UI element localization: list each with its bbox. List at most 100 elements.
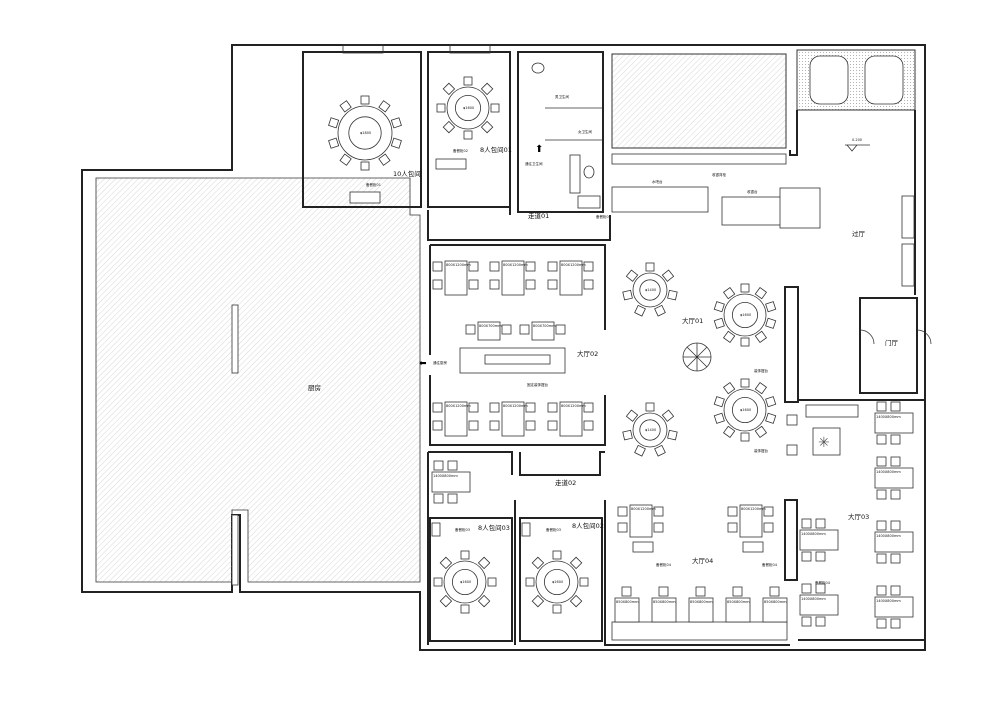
chair xyxy=(801,518,812,529)
chair xyxy=(876,618,887,629)
toilet-icon xyxy=(531,62,545,74)
server-01-label: 备餐柜01 xyxy=(366,182,381,187)
chair xyxy=(622,429,633,441)
chair xyxy=(378,100,391,113)
chair xyxy=(552,604,562,614)
chair xyxy=(378,153,391,166)
server-04b-label: 备餐柜04 xyxy=(762,562,778,567)
private-room-8-01 xyxy=(427,51,511,208)
table-size-label: 800X1200mm xyxy=(561,404,586,408)
server-cabinet xyxy=(431,522,441,537)
chair xyxy=(360,161,370,171)
chair xyxy=(547,402,558,413)
table-turntable xyxy=(732,396,759,423)
chair xyxy=(360,95,370,105)
table-size-label: 800X1200mm xyxy=(503,404,528,408)
chair xyxy=(463,76,473,86)
rect-table xyxy=(874,596,914,618)
chair xyxy=(525,261,536,272)
chair xyxy=(489,402,500,413)
wall xyxy=(429,244,606,446)
chair xyxy=(625,409,639,422)
chair xyxy=(490,103,500,113)
rect-table xyxy=(651,597,677,623)
table-size-label: 850X800mm xyxy=(727,600,750,604)
chair xyxy=(695,586,706,597)
window xyxy=(449,44,491,54)
table-size-label: φ1400 xyxy=(645,288,656,292)
chair xyxy=(654,304,666,317)
chair xyxy=(890,434,901,445)
corridor-02-label: 走道02 xyxy=(555,478,576,487)
hatched-block xyxy=(611,53,787,149)
chair xyxy=(328,137,340,149)
chair xyxy=(722,382,736,395)
water-bar-label: 水吧台 xyxy=(652,179,663,184)
chair xyxy=(468,279,479,290)
chair xyxy=(722,425,736,438)
server-cabinet xyxy=(521,522,531,537)
table-turntable xyxy=(732,301,759,328)
table-size-label: 800X1200mm xyxy=(561,263,586,267)
womens-wc-label: 女卫生间 xyxy=(578,129,592,134)
rect-table xyxy=(559,260,583,296)
chair xyxy=(801,616,812,627)
chair xyxy=(432,261,443,272)
chair xyxy=(815,551,826,562)
reception-bench xyxy=(805,404,859,418)
chair xyxy=(765,396,777,408)
chair xyxy=(447,460,458,471)
round-table xyxy=(723,293,767,337)
chair xyxy=(433,460,444,471)
chair xyxy=(661,409,675,422)
table-size-label: φ1600 xyxy=(460,580,471,584)
chair xyxy=(876,553,887,564)
chair xyxy=(439,594,453,608)
rect-table xyxy=(725,597,751,623)
chair xyxy=(765,317,777,329)
level-marker-icon xyxy=(845,144,870,152)
wall xyxy=(427,207,611,241)
table-turntable xyxy=(639,279,661,301)
chair xyxy=(667,429,678,441)
table-size-label: φ1600 xyxy=(552,580,563,584)
rect-table xyxy=(559,401,583,437)
chair xyxy=(489,420,500,431)
chair xyxy=(480,82,494,96)
fixed-decor-label: 固定装饰摆台 xyxy=(527,382,548,387)
round-table xyxy=(443,560,487,604)
entrance-label: 门厅 xyxy=(885,338,899,347)
rect-table xyxy=(629,504,653,538)
chair xyxy=(525,420,536,431)
rect-table xyxy=(688,597,714,623)
kitchen-area xyxy=(95,177,421,583)
rect-table xyxy=(874,467,914,489)
chair xyxy=(801,551,812,562)
partition-wall xyxy=(784,499,798,581)
table-size-label: 1400X800mm xyxy=(433,474,458,478)
cashier-back-label: 收银背柜 xyxy=(712,172,726,177)
table-size-label: 800X1200mm xyxy=(503,263,528,267)
chair xyxy=(661,269,675,282)
rect-table xyxy=(739,504,763,538)
chair xyxy=(754,330,768,343)
chair xyxy=(525,577,535,587)
table-size-label: 1400X800mm xyxy=(876,415,901,419)
table-size-label: 850X800mm xyxy=(690,600,713,604)
chair xyxy=(815,616,826,627)
up-arrow-icon: ⬆ xyxy=(535,144,543,155)
rect-table xyxy=(799,529,839,551)
chair xyxy=(765,301,777,313)
chair xyxy=(654,444,666,457)
chair xyxy=(890,553,901,564)
server-04c-label: 备餐柜04 xyxy=(815,580,831,585)
chair xyxy=(713,412,725,424)
rect-table xyxy=(874,531,914,553)
chair xyxy=(890,618,901,629)
mens-wc-label: 男卫生间 xyxy=(555,94,569,99)
chair xyxy=(769,586,780,597)
chair xyxy=(583,261,594,272)
chair xyxy=(552,550,562,560)
chair xyxy=(876,520,887,531)
server-cabinet xyxy=(742,541,764,553)
